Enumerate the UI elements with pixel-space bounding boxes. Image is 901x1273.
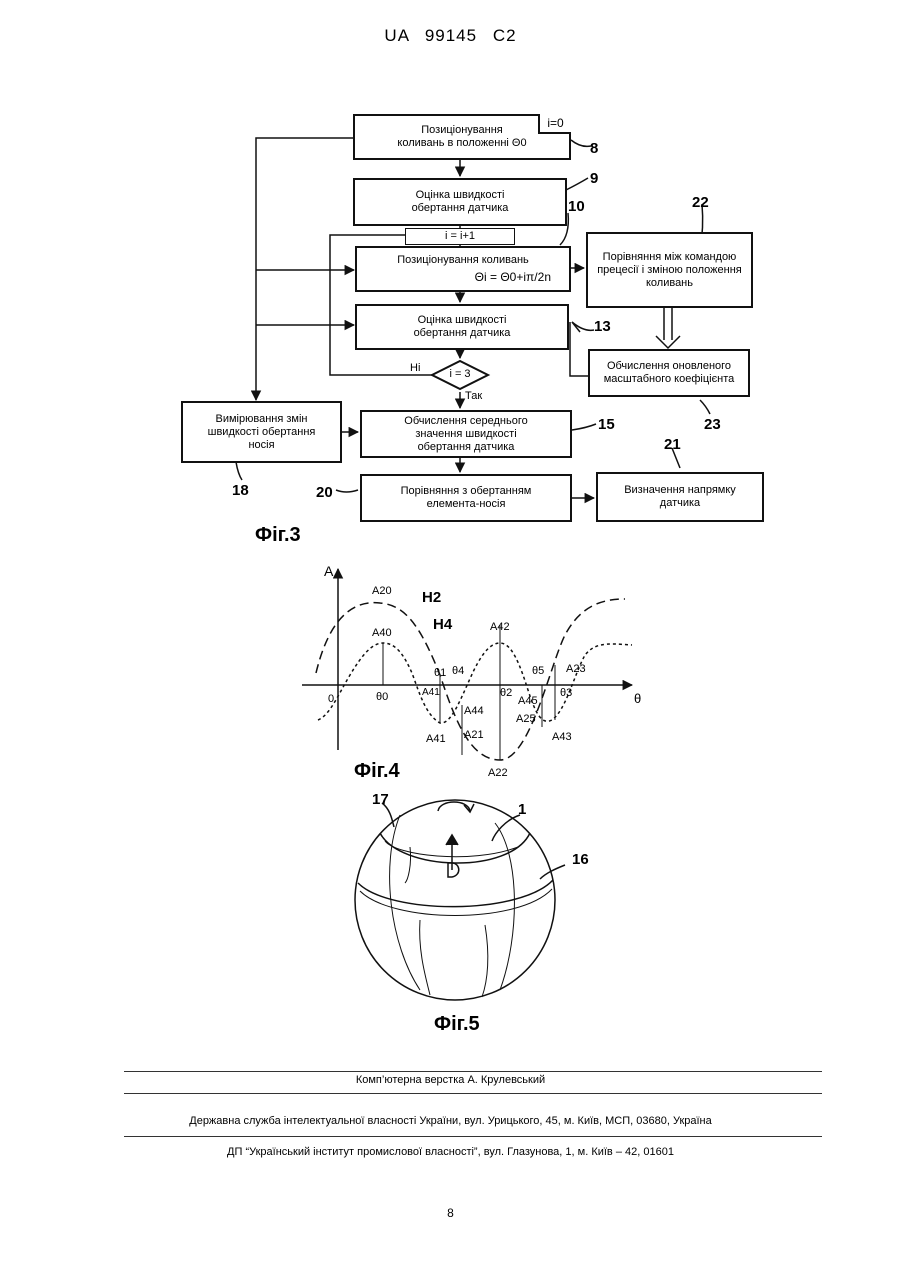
label-a40: A40 xyxy=(372,627,392,639)
footer-rule-1 xyxy=(124,1071,822,1072)
label-origin: 0 xyxy=(328,693,334,705)
label-a23: A23 xyxy=(566,663,586,675)
box-21-line2: датчика xyxy=(624,497,736,510)
box-18-line3: носія xyxy=(208,439,316,452)
box-20-carrier-comparison: Порівняння з обертаннямелемента-носія xyxy=(360,474,572,522)
label-a42: A42 xyxy=(490,621,510,633)
decision-no-label: Ні xyxy=(410,362,420,374)
footer-layout-credit: Комп’ютерна верстка А. Крулевський xyxy=(0,1074,901,1086)
ref-17: 17 xyxy=(372,791,389,808)
figure-4-caption: Фіг.4 xyxy=(354,760,400,783)
y-axis-label: A xyxy=(324,563,333,579)
page-number: 8 xyxy=(0,1206,901,1220)
box-10-formula: Θi = Θ0+iπ/2n xyxy=(361,271,565,284)
ref-22: 22 xyxy=(692,194,709,211)
box-20-line2: елемента-носія xyxy=(401,498,532,511)
ref-20: 20 xyxy=(316,484,333,501)
ref-13: 13 xyxy=(594,318,611,335)
box-18-line1: Вимірювання змін xyxy=(208,413,316,426)
label-h2: H2 xyxy=(422,589,441,606)
footer-agency: Державна служба інтелектуальної власност… xyxy=(0,1115,901,1127)
increment-step: i = i+1 xyxy=(405,228,515,245)
footer-institute: ДП “Український інститут промислової вла… xyxy=(0,1146,901,1158)
label-a41: A41 xyxy=(426,733,446,745)
label-h4: H4 xyxy=(433,616,452,633)
label-a21: A21 xyxy=(464,729,484,741)
label-theta5: θ5 xyxy=(532,665,544,677)
label-a20: A20 xyxy=(372,585,392,597)
box-8-line1: Позиціонування xyxy=(397,124,526,137)
ref-23: 23 xyxy=(704,416,721,433)
footer-rule-3 xyxy=(124,1136,822,1137)
box-18-carrier-measurement: Вимірювання зміншвидкості обертанняносія xyxy=(181,401,342,463)
box-9-rate-estimation: Оцінка швидкостіобертання датчика xyxy=(353,178,567,226)
label-theta3: θ3 xyxy=(560,687,572,699)
label-theta4: θ4 xyxy=(452,665,464,677)
label-a41-inner: A41 xyxy=(422,687,440,698)
box-21-line1: Визначення напрямку xyxy=(624,484,736,497)
box-21-direction: Визначення напрямкудатчика xyxy=(596,472,764,522)
box-15-line3: обертання датчика xyxy=(404,441,527,454)
box-10-positioning: Позиціонування коливань Θi = Θ0+iπ/2n xyxy=(355,246,571,292)
ref-16: 16 xyxy=(572,851,589,868)
box-15-line1: Обчислення середнього xyxy=(404,415,527,428)
box-22-precession-comparison: Порівняння між командоюпрецесії і зміною… xyxy=(586,232,753,308)
ref-9: 9 xyxy=(590,170,598,187)
label-a22: A22 xyxy=(488,767,508,779)
ref-18: 18 xyxy=(232,482,249,499)
box-13-rate-estimation: Оцінка швидкостіобертання датчика xyxy=(355,304,569,350)
box-13-line2: обертання датчика xyxy=(414,327,511,340)
box-9-line2: обертання датчика xyxy=(412,202,509,215)
box-13-line1: Оцінка швидкості xyxy=(414,314,511,327)
box-10-line1: Позиціонування коливань xyxy=(361,254,565,267)
figure-3-flowchart: Позиціонуванняколивань в положенні Θ0 i=… xyxy=(0,100,901,550)
decision-condition: i = 3 xyxy=(438,368,482,380)
label-theta0: θ0 xyxy=(376,691,388,703)
figure-3-caption: Фіг.3 xyxy=(255,524,301,547)
waveform-drawing xyxy=(0,555,901,785)
box-22-line3: коливань xyxy=(597,277,742,290)
box-23-scale-factor: Обчислення оновленогомасштабного коефіці… xyxy=(588,349,750,397)
box-8-line2: коливань в положенні Θ0 xyxy=(397,137,526,150)
label-a45: A45 xyxy=(518,695,538,707)
box-20-line1: Порівняння з обертанням xyxy=(401,485,532,498)
patent-number: UA 99145 C2 xyxy=(0,26,901,46)
box-22-line1: Порівняння між командою xyxy=(597,251,742,264)
box-23-line1: Обчислення оновленого xyxy=(604,360,735,373)
ref-8: 8 xyxy=(590,140,598,157)
box-9-line1: Оцінка швидкості xyxy=(412,189,509,202)
label-theta1: θ1 xyxy=(434,667,446,679)
x-axis-label: θ xyxy=(634,691,641,706)
ref-10: 10 xyxy=(568,198,585,215)
label-a43: A43 xyxy=(552,731,572,743)
label-a44: A44 xyxy=(464,705,484,717)
box-15-average-rate: Обчислення середньогозначення швидкостіо… xyxy=(360,410,572,458)
ref-15: 15 xyxy=(598,416,615,433)
label-a25: A25 xyxy=(516,713,536,725)
decision-yes-label: Так xyxy=(465,390,482,402)
ref-21: 21 xyxy=(664,436,681,453)
box-18-line2: швидкості обертання xyxy=(208,426,316,439)
label-theta2: θ2 xyxy=(500,687,512,699)
box-15-line2: значення швидкості xyxy=(404,428,527,441)
figure-5-sphere: 17 1 16 Фіг.5 xyxy=(0,785,901,1055)
box-22-line2: прецесії і зміною положення xyxy=(597,264,742,277)
box-23-line2: масштабного коефіцієнта xyxy=(604,373,735,386)
footer-rule-2 xyxy=(124,1093,822,1094)
figure-5-caption: Фіг.5 xyxy=(434,1013,480,1036)
sphere-drawing xyxy=(0,785,901,1015)
counter-init: i=0 xyxy=(538,114,571,134)
sphere-outline xyxy=(355,800,555,1000)
figure-4-waveform: A θ H2 H4 0 A20 A40 A42 A23 θ0 θ1 θ4 θ2 … xyxy=(0,555,901,785)
ref-1: 1 xyxy=(518,801,526,818)
